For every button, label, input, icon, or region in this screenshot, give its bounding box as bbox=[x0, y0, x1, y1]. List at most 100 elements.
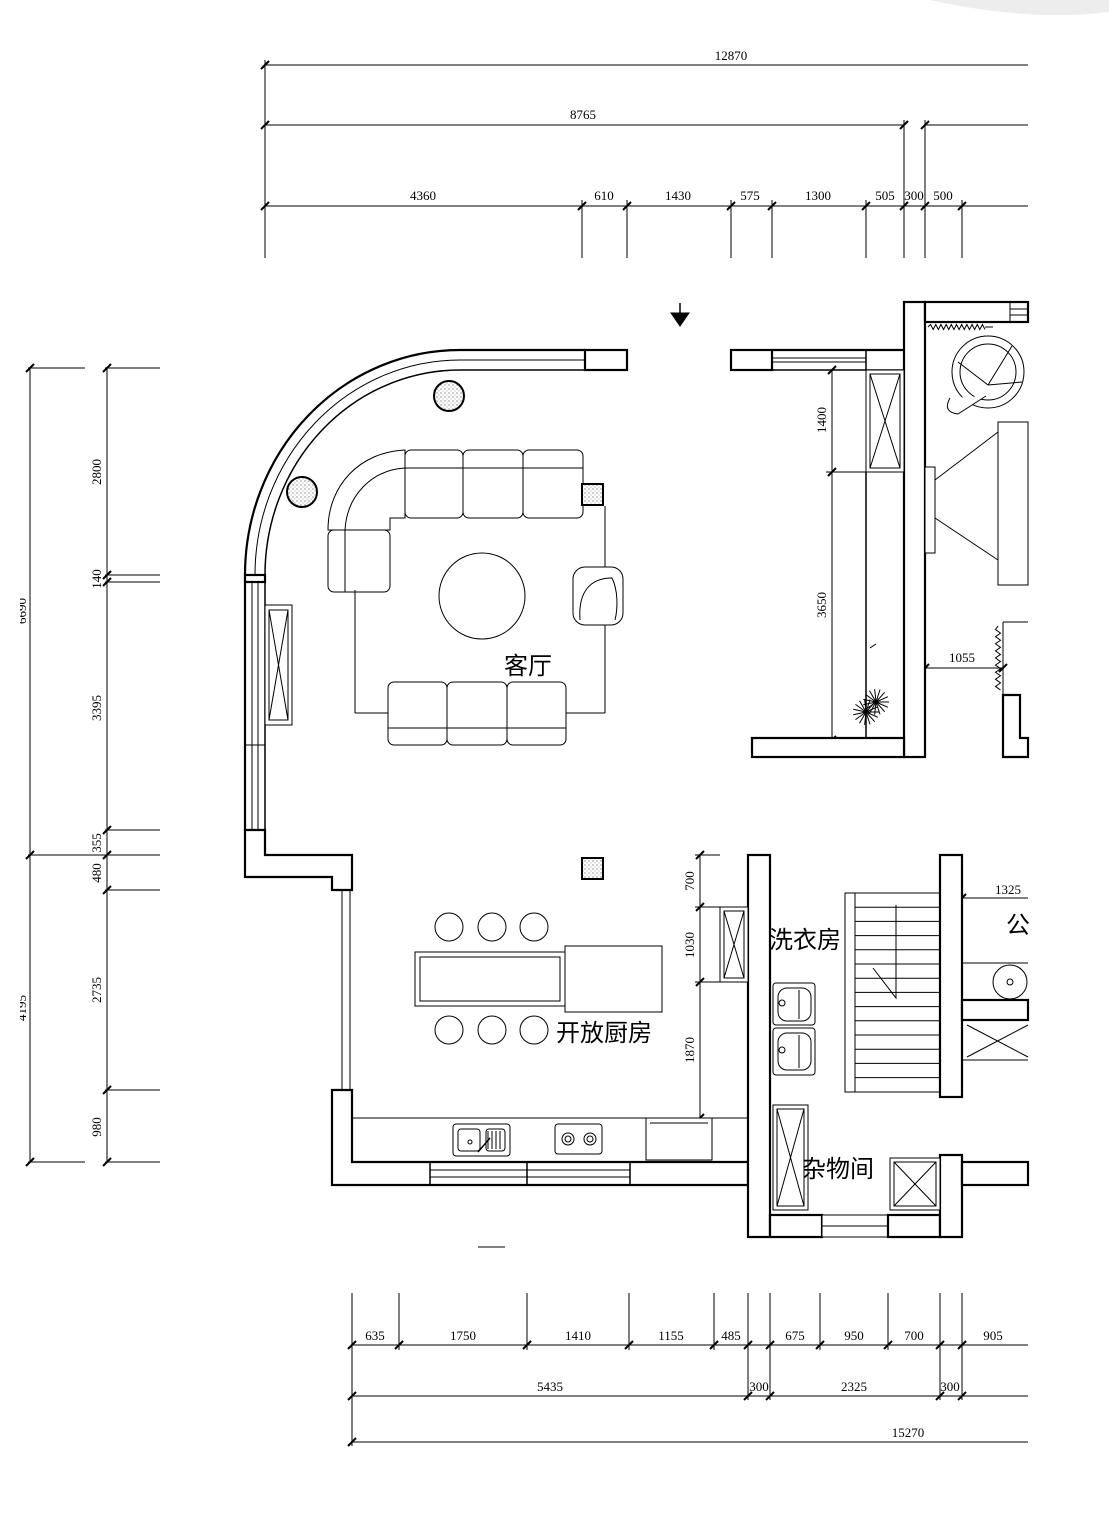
bath-fixture-diagonal bbox=[966, 1024, 1029, 1058]
sofa-cushion bbox=[387, 681, 448, 746]
kitchen-appliance bbox=[645, 1117, 713, 1161]
dimension-text-bottom-segment: 1750 bbox=[450, 1328, 476, 1343]
dimension-text-kitchen-segment: 1030 bbox=[682, 932, 697, 958]
room-label-living-room: 客厅 bbox=[504, 653, 552, 680]
potted-plant-icon bbox=[865, 699, 871, 713]
bath-wall-partial bbox=[960, 998, 1030, 1022]
sofa-cushion bbox=[404, 449, 464, 519]
potted-plant-icon bbox=[875, 701, 886, 712]
side-table bbox=[581, 483, 604, 506]
sofa-corner-backrest bbox=[344, 467, 406, 531]
bar-stool bbox=[519, 912, 549, 942]
sink-drain bbox=[467, 1139, 473, 1145]
dimension-text-bottom-subtotal: 300 bbox=[749, 1379, 769, 1394]
entrance-arrow-icon bbox=[670, 312, 690, 327]
bottom-dimension-texts: 635 1750 1410 1155 485 675 950 700 905 5… bbox=[365, 1328, 1003, 1440]
storage-bottom-wall bbox=[768, 1213, 824, 1239]
dimension-text-top-segment: 500 bbox=[933, 188, 953, 203]
dimension-text-bottom-segment: 1155 bbox=[658, 1328, 684, 1343]
dimension-text-top-segment: 1300 bbox=[805, 188, 831, 203]
potted-plant-icon bbox=[864, 699, 867, 713]
dimension-text-top-segment: 1430 bbox=[665, 188, 691, 203]
potted-plant-icon bbox=[853, 708, 867, 713]
dimension-text-bedroom-wall: 3650 bbox=[814, 592, 829, 618]
right-block-wall bbox=[902, 300, 927, 759]
stair-right-wall bbox=[938, 853, 964, 1099]
shower-line bbox=[987, 381, 1023, 386]
sink-faucet bbox=[477, 1137, 491, 1153]
potted-plant-icon bbox=[865, 711, 876, 722]
right-block-top-wall bbox=[923, 300, 1030, 324]
shower-line bbox=[957, 361, 989, 386]
dimension-text-bottom-segment: 905 bbox=[983, 1328, 1003, 1343]
curved-wall-inner bbox=[264, 369, 461, 576]
potted-plant-icon bbox=[865, 693, 877, 703]
radiator-heater bbox=[927, 323, 986, 331]
cooktop-burner bbox=[564, 1135, 572, 1143]
dimension-text-bottom-segment: 950 bbox=[844, 1328, 864, 1343]
potted-plant-icon bbox=[859, 711, 867, 724]
dimension-text-top-overall: 12870 bbox=[715, 48, 748, 63]
bathtub bbox=[997, 421, 1029, 586]
bar-stool bbox=[477, 1015, 507, 1045]
dimension-text-bottom-segment: 675 bbox=[785, 1328, 805, 1343]
stair-direction-line bbox=[872, 905, 897, 1000]
bar-stool bbox=[519, 1015, 549, 1045]
column-pillar bbox=[581, 857, 604, 880]
washing-machine-knob bbox=[778, 1046, 786, 1054]
left-wall-block bbox=[243, 573, 267, 584]
room-label-laundry-room: 洗衣房 bbox=[769, 927, 841, 954]
round-coffee-table bbox=[438, 552, 526, 640]
kitchen-right-wall bbox=[746, 853, 772, 1239]
bath-shelf bbox=[924, 466, 936, 554]
wardrobe-diagonal bbox=[869, 373, 901, 469]
potted-plant-icon bbox=[865, 702, 876, 713]
curved-window-glass bbox=[254, 359, 461, 576]
sofa-cushion bbox=[506, 681, 567, 746]
dimension-text-left-segment: 3395 bbox=[89, 695, 104, 721]
potted-plant-icon bbox=[859, 700, 867, 713]
potted-plant-icon bbox=[874, 689, 877, 703]
potted-plant-icon bbox=[865, 706, 879, 713]
washbasin-drain bbox=[1006, 978, 1014, 986]
dimension-text-bath-width: 1055 bbox=[949, 650, 975, 665]
dimension-text-bottom-segment: 1410 bbox=[565, 1328, 591, 1343]
dimension-text-bottom-segment: 700 bbox=[904, 1328, 924, 1343]
dimension-text-left-segment: 355 bbox=[89, 833, 104, 853]
dimension-text-kitchen-segment: 700 bbox=[682, 871, 697, 891]
right-wall-lower bbox=[938, 1153, 964, 1239]
shower-tray bbox=[959, 343, 1017, 401]
potted-plant-icon bbox=[869, 701, 877, 714]
bar-stool bbox=[477, 912, 507, 942]
dimension-text-bottom-subtotal: 2325 bbox=[841, 1379, 867, 1394]
storage-cabinet-diagonal bbox=[776, 1108, 805, 1207]
sofa-cushion bbox=[522, 449, 584, 519]
cooktop-burner bbox=[583, 1132, 597, 1146]
dimension-text-bottom-segment: 485 bbox=[721, 1328, 741, 1343]
towel-radiator bbox=[994, 625, 1002, 691]
left-total-texts: 6690 4195 bbox=[20, 598, 29, 1021]
top-dimension-texts: 12870 8765 4360 610 1430 575 1300 505 30… bbox=[410, 48, 953, 203]
potted-plant-icon bbox=[875, 696, 889, 703]
bar-stool bbox=[434, 1015, 464, 1045]
armchair-back bbox=[579, 577, 618, 621]
potted-plant-icon bbox=[865, 711, 879, 718]
potted-plant-icon bbox=[875, 701, 881, 715]
room-label-public-bath-partial: 公 bbox=[1006, 913, 1030, 939]
wall-end-entrance-left bbox=[583, 348, 629, 372]
wall-end-entrance-right bbox=[729, 348, 774, 372]
potted-plant-icon bbox=[853, 711, 867, 716]
washing-machine-knob bbox=[778, 999, 786, 1007]
dimension-text-top-segment: 575 bbox=[740, 188, 760, 203]
dimension-text-top-segment: 505 bbox=[875, 188, 895, 203]
armchair bbox=[572, 566, 624, 626]
potted-plant-icon bbox=[869, 690, 877, 703]
potted-plant-icon bbox=[855, 711, 867, 721]
right-block-bottom-wall bbox=[750, 736, 906, 759]
dimension-text-left-segment: 2735 bbox=[89, 977, 104, 1003]
dimension-text-top-segment: 300 bbox=[904, 188, 924, 203]
potted-plant-icon bbox=[855, 703, 867, 713]
plan-geometry bbox=[25, 60, 1030, 1447]
dimension-text-left-segment: 980 bbox=[89, 1117, 104, 1137]
